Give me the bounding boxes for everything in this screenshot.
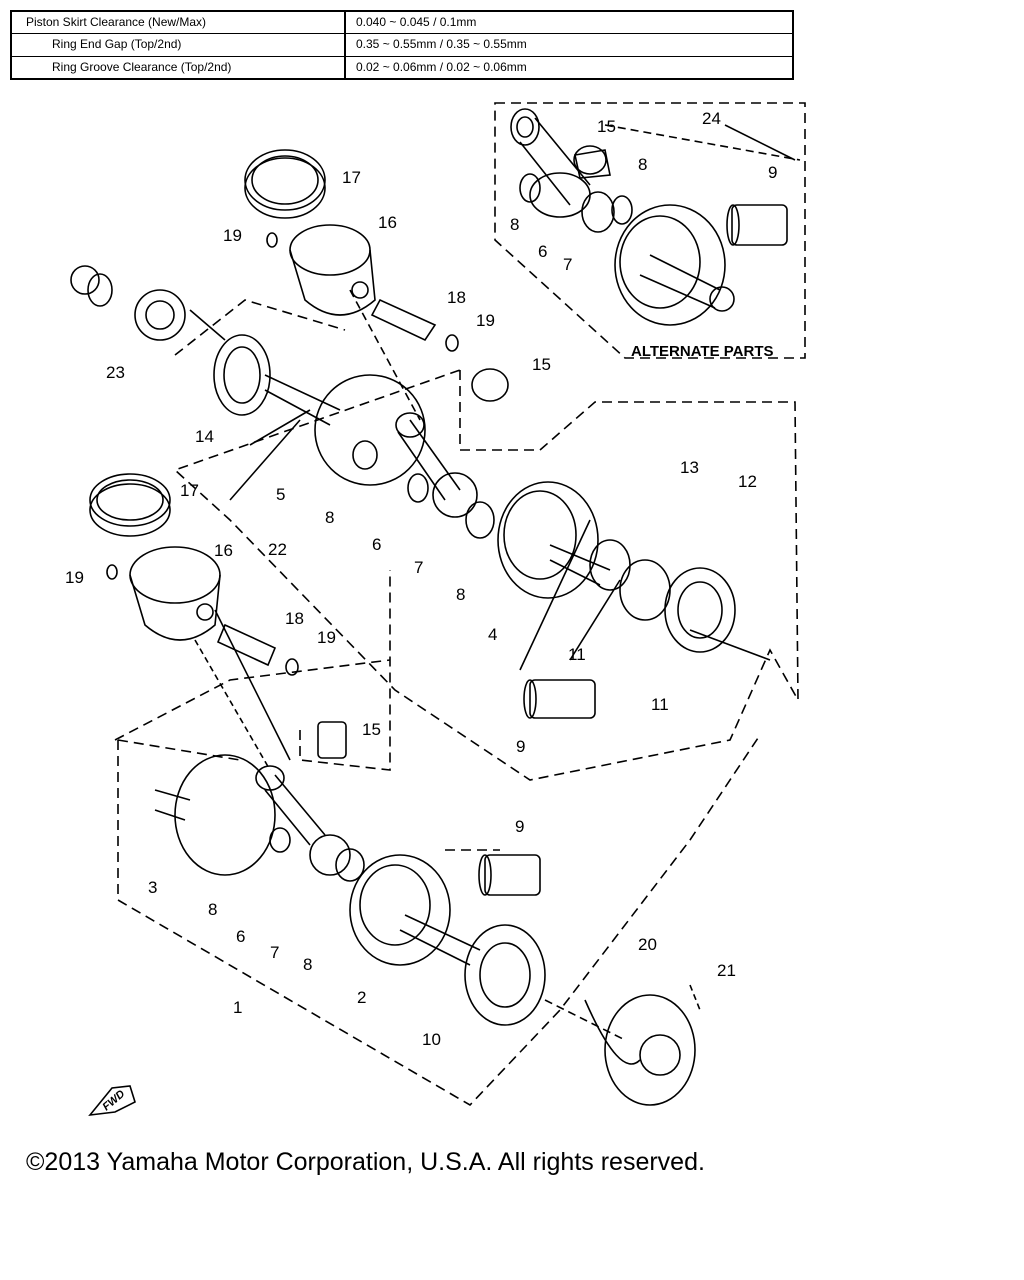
callout-6: 6 xyxy=(236,927,245,946)
spec-row: Piston Skirt Clearance (New/Max) 0.040 ~… xyxy=(12,12,792,34)
spec-label: Piston Skirt Clearance (New/Max) xyxy=(12,12,346,34)
lower-assembly-boundary xyxy=(117,570,761,1107)
callout-5: 5 xyxy=(276,485,285,504)
piston-lower xyxy=(129,546,221,641)
callout-18: 18 xyxy=(285,609,304,628)
callout-22: 22 xyxy=(268,540,287,559)
alternate-parts-boundary xyxy=(494,102,806,359)
lower-crank-assembly xyxy=(154,721,696,1106)
callout-15: 15 xyxy=(362,720,381,739)
callout-12: 12 xyxy=(738,472,757,491)
callout-7: 7 xyxy=(270,943,279,962)
callout-13: 13 xyxy=(680,458,699,477)
callout-11: 11 xyxy=(651,695,669,714)
callout-16: 16 xyxy=(214,541,233,560)
callout-20: 20 xyxy=(638,935,657,954)
callout-4: 4 xyxy=(488,625,497,644)
spec-value: 0.35 ~ 0.55mm / 0.35 ~ 0.55mm xyxy=(356,37,527,52)
spec-table: Piston Skirt Clearance (New/Max) 0.040 ~… xyxy=(10,10,794,80)
exploded-parts-diagram: 1 2 3 4 5 6 6 6 7 7 7 8 8 8 8 8 8 9 9 9 … xyxy=(65,102,806,1117)
spec-label: Ring End Gap (Top/2nd) xyxy=(12,34,346,56)
callout-8: 8 xyxy=(208,900,217,919)
spec-value: 0.040 ~ 0.045 / 0.1mm xyxy=(356,15,477,29)
spec-value: 0.02 ~ 0.06mm / 0.02 ~ 0.06mm xyxy=(356,59,527,74)
alternate-parts-label: ALTERNATE PARTS xyxy=(631,343,774,360)
callout-24: 24 xyxy=(702,109,721,128)
callout-10: 10 xyxy=(422,1030,441,1049)
callout-21: 21 xyxy=(717,961,736,980)
callout-19: 19 xyxy=(223,226,242,245)
callout-3: 3 xyxy=(148,878,157,897)
alternate-crank-assembly xyxy=(510,108,788,326)
nut-and-seal xyxy=(70,265,186,341)
piston-rings-top xyxy=(244,149,326,219)
callout-11: 11 xyxy=(568,645,586,664)
upper-assembly-boundary xyxy=(173,299,799,781)
piston-rings-lower xyxy=(89,473,171,537)
callout-18: 18 xyxy=(447,288,466,307)
callout-19: 19 xyxy=(65,568,84,587)
callout-9: 9 xyxy=(515,817,524,836)
callout-16: 16 xyxy=(378,213,397,232)
callout-6: 6 xyxy=(538,242,547,261)
fwd-label: FWD xyxy=(100,1088,127,1113)
callout-8: 8 xyxy=(303,955,312,974)
callout-2: 2 xyxy=(357,988,366,1007)
callout-8: 8 xyxy=(456,585,465,604)
callout-8: 8 xyxy=(638,155,647,174)
callout-15: 15 xyxy=(532,355,551,374)
callout-19: 19 xyxy=(317,628,336,647)
callout-23: 23 xyxy=(106,363,125,382)
spec-row: Ring Groove Clearance (Top/2nd) 0.02 ~ 0… xyxy=(12,55,792,78)
callout-9: 9 xyxy=(768,163,777,182)
callout-6: 6 xyxy=(372,535,381,554)
callout-14: 14 xyxy=(195,427,214,446)
callout-7: 7 xyxy=(563,255,572,274)
callout-8: 8 xyxy=(325,508,334,527)
callout-1: 1 xyxy=(233,998,242,1017)
spec-row: Ring End Gap (Top/2nd) 0.35 ~ 0.55mm / 0… xyxy=(12,33,792,56)
callout-17: 17 xyxy=(342,168,361,187)
callout-8: 8 xyxy=(510,215,519,234)
piston-top xyxy=(289,224,376,316)
copyright-notice: ©2013 Yamaha Motor Corporation, U.S.A. A… xyxy=(26,1148,705,1176)
callout-7: 7 xyxy=(414,558,423,577)
upper-crank-assembly xyxy=(213,334,736,719)
spec-label: Ring Groove Clearance (Top/2nd) xyxy=(12,56,346,78)
callout-15: 15 xyxy=(597,117,616,136)
callout-17: 17 xyxy=(180,481,199,500)
callout-9: 9 xyxy=(516,737,525,756)
fwd-arrow-icon xyxy=(88,1085,136,1117)
callout-19: 19 xyxy=(476,311,495,330)
